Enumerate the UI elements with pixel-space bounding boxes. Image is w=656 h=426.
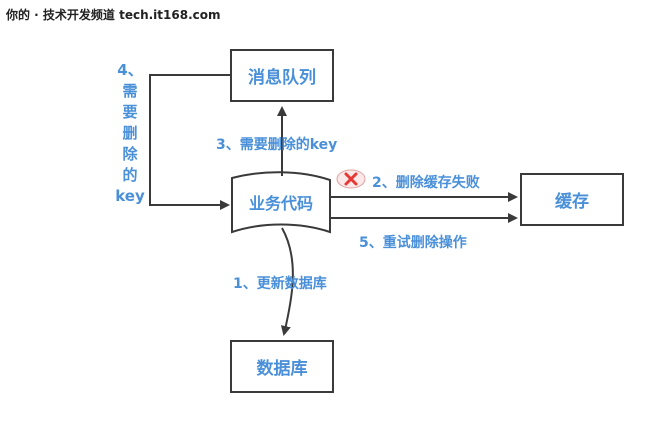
edge-step4-char: 4、 xyxy=(117,61,143,79)
message-queue-label: 消息队列 xyxy=(248,68,316,88)
edge-step1-arrow xyxy=(280,227,294,336)
edge-step4-arrow xyxy=(149,74,230,210)
database-label: 数据库 xyxy=(256,359,308,379)
edge-step4-char: 删 xyxy=(122,124,138,142)
database-node: 数据库 xyxy=(230,340,334,393)
edge-step4-char: 要 xyxy=(122,103,138,121)
edge-step4-label: 4、 需 要 删 除 的 key xyxy=(113,60,147,207)
watermark-text: 你的 · 技术开发频道 tech.it168.com xyxy=(6,8,221,22)
cross-icon xyxy=(336,169,366,189)
business-code-label: 业务代码 xyxy=(248,194,313,213)
edge-step4-char: 需 xyxy=(122,82,138,100)
edge-step5-label: 5、重试删除操作 xyxy=(359,235,467,251)
edge-step4-char: 的 xyxy=(122,166,138,184)
edge-step2-label: 2、删除缓存失败 xyxy=(372,175,480,191)
message-queue-node: 消息队列 xyxy=(230,49,334,102)
edge-step1-label: 1、更新数据库 xyxy=(233,276,327,292)
edge-step4-char: key xyxy=(115,187,145,205)
edge-step4-char: 除 xyxy=(122,145,138,163)
business-code-shape xyxy=(231,171,331,234)
cache-node: 缓存 xyxy=(520,173,624,226)
edge-step3-label: 3、需要删除的key xyxy=(216,137,338,153)
cache-label: 缓存 xyxy=(555,192,589,212)
